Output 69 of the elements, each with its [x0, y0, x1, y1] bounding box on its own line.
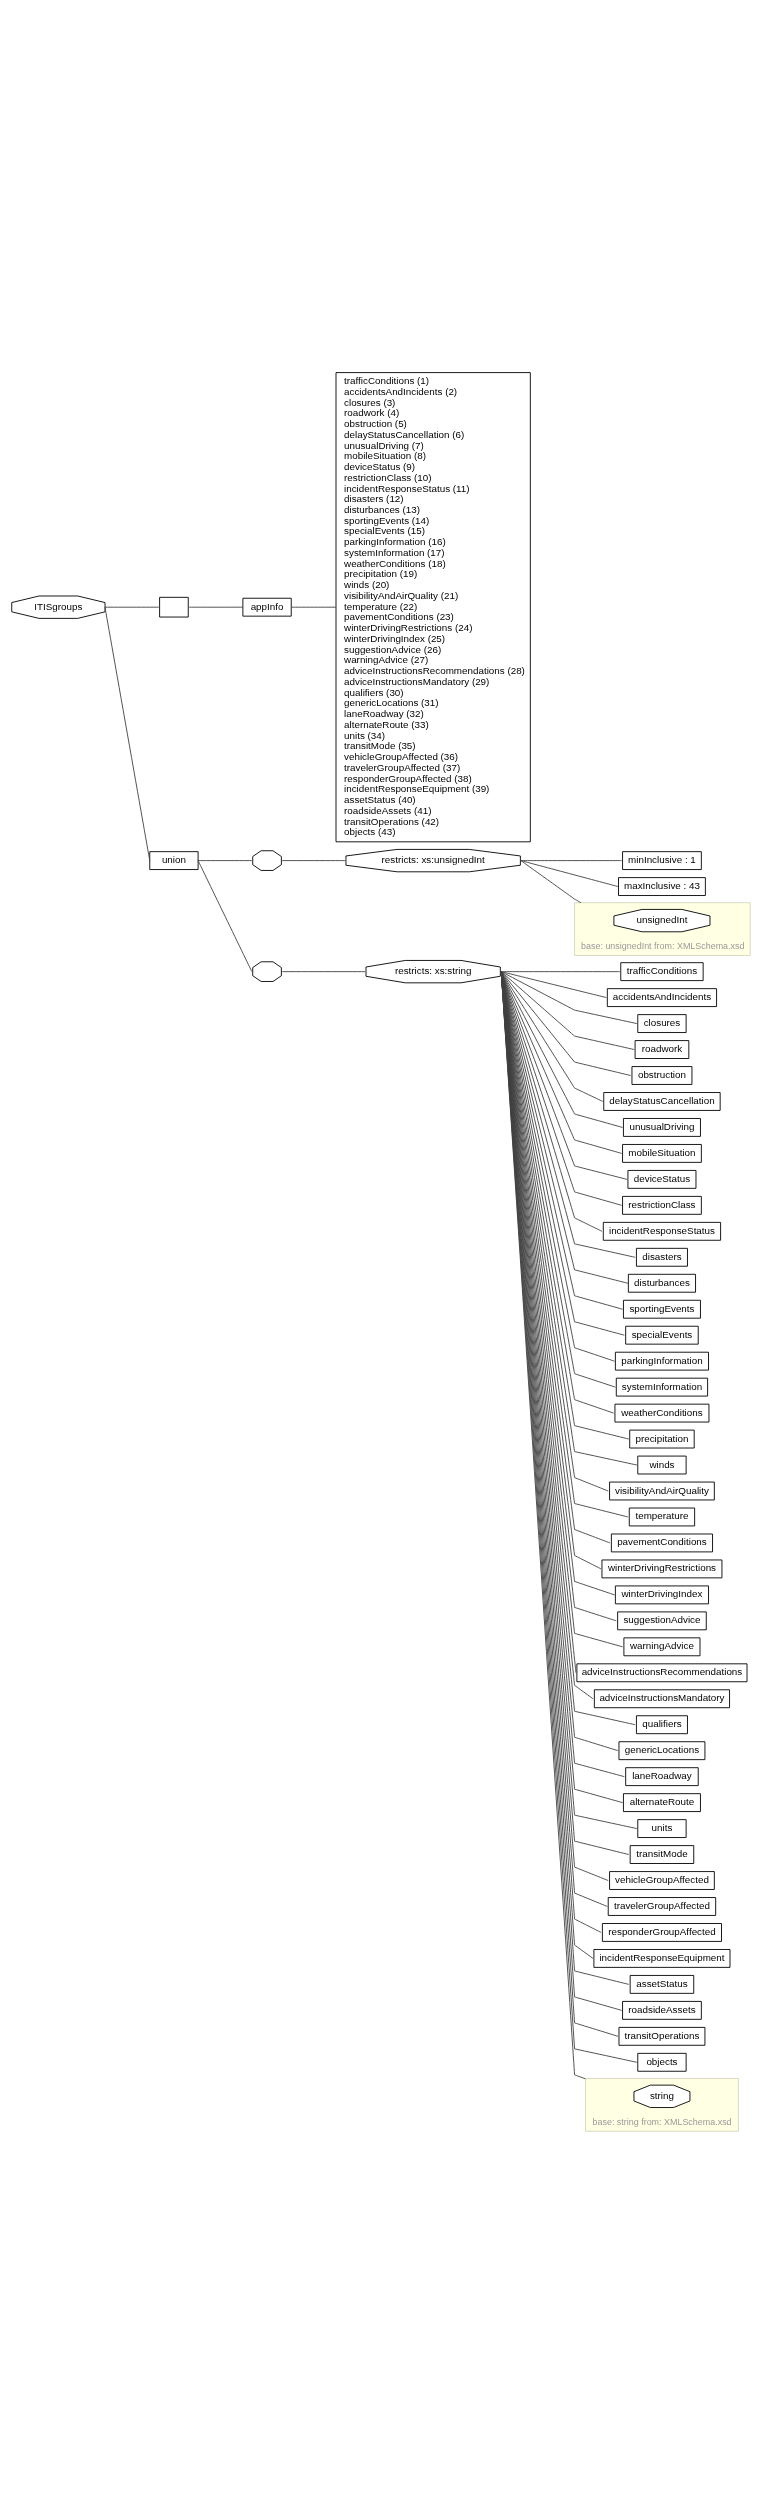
node-box: sportingEvents — [623, 1299, 701, 1319]
connector — [104, 606, 151, 862]
node-box: unusualDriving — [623, 1118, 701, 1137]
connector — [197, 860, 253, 862]
node-box: objects — [637, 2052, 687, 2072]
node-octagon — [252, 850, 282, 871]
connector — [520, 860, 623, 862]
node-box: vehicleGroupAffected — [609, 1871, 715, 1890]
connector — [500, 971, 635, 1050]
node-box: qualifiers — [635, 1715, 688, 1735]
node-box: delayStatusCancellation — [603, 1092, 721, 1111]
connector — [281, 971, 366, 973]
node-box: restrictionClass — [622, 1195, 702, 1215]
node-box: roadsideAssets — [622, 2000, 702, 2020]
node-box: winds — [637, 1455, 687, 1475]
node-box: weatherConditions — [614, 1403, 710, 1423]
node-box: precipitation — [629, 1429, 695, 1449]
node-box: warningAdvice — [623, 1637, 701, 1657]
connector — [500, 971, 638, 1025]
connector — [520, 860, 619, 888]
connector — [500, 971, 604, 1102]
node-box: laneRoadway — [625, 1767, 699, 1787]
node-box: trafficConditions — [620, 962, 704, 982]
node-box: incidentResponseStatus — [602, 1221, 722, 1241]
node-box: specialEvents — [625, 1325, 699, 1345]
node-box: winterDrivingIndex — [614, 1585, 709, 1605]
node-box: obstruction — [631, 1066, 693, 1085]
node-box: minInclusive : 1 — [622, 851, 702, 870]
connector — [281, 860, 346, 862]
connector — [197, 860, 253, 973]
node-box: systemInformation — [615, 1377, 709, 1397]
node-box: accidentsAndIncidents — [606, 988, 718, 1007]
node-box: union — [149, 851, 199, 870]
connector — [188, 606, 244, 608]
node-box: adviceInstructionsRecommendations — [576, 1663, 748, 1683]
node-box: transitOperations — [618, 2026, 706, 2046]
node-box: temperature — [628, 1507, 696, 1527]
node-box: adviceInstructionsMandatory — [593, 1689, 730, 1709]
node-box: roadwork — [634, 1040, 690, 1059]
connector — [104, 606, 160, 608]
node-box: mobileSituation — [622, 1144, 702, 1163]
node-box: disturbances — [627, 1273, 696, 1293]
node-box: alternateRoute — [623, 1793, 701, 1813]
connector — [290, 606, 337, 608]
node-box: assetStatus — [629, 1975, 695, 1994]
node-box: responderGroupAffected — [601, 1923, 722, 1942]
connector — [500, 971, 632, 1076]
node-box: suggestionAdvice — [617, 1611, 707, 1631]
node-box: visibilityAndAirQuality — [609, 1481, 715, 1501]
node-box: winterDrivingRestrictions — [601, 1559, 723, 1579]
connector — [500, 971, 603, 1232]
node-box: transitMode — [629, 1845, 695, 1864]
node-box: incidentResponseEquipment — [593, 1949, 731, 1968]
node-box: genericLocations — [618, 1741, 706, 1761]
node-box: units — [637, 1819, 687, 1838]
node-box: disasters — [635, 1247, 688, 1267]
node-box: trafficConditions (1) accidentsAndIncidents (2) closures (3) roadwork (4) obstruction (5) delayStatusCancellation (6) unusualDriving (7) mobileSituation (8) deviceStatus (9) restrictionClass (10) incidentResponseStatus (11) disasters (12) disturbances (13) sportingEvents (14) specialEvents (15) parkingInformation (16) systemInformation (17) weatherConditions (18) precipitation (19) winds (20) visibilityAndAirQuality (21) temperature (22) pavementConditions (23) winterDrivingRestrictions (24) winterDrivingIndex (25) suggestionAdvice (26) warningAdvice (27) adviceInstructionsRecommendations (28) adviceInstructionsMandatory (29) qualifiers (30) genericLocations (31) laneRoadway (32) alternateRoute (33) units (34) transitMode (35) vehicleGroupAffected (36) travelerGroupAffected (37) responderGroupAffected (38) incidentResponseEquipment (39) assetStatus (40) roadsideAssets (41) transitOperations (42) objects (43) — [335, 372, 531, 843]
node-box: appInfo — [242, 597, 292, 617]
connector — [500, 971, 621, 973]
node-box: closures — [637, 1014, 687, 1033]
node-box: maxInclusive : 43 — [618, 877, 706, 896]
node-box: pavementConditions — [610, 1533, 713, 1553]
node-box: travelerGroupAffected — [607, 1897, 717, 1916]
node-box: deviceStatus — [627, 1170, 697, 1189]
node-box: parkingInformation — [614, 1351, 709, 1371]
node-octagon — [252, 961, 282, 982]
connector — [500, 971, 607, 999]
node-box — [159, 596, 189, 618]
connector — [520, 860, 582, 904]
